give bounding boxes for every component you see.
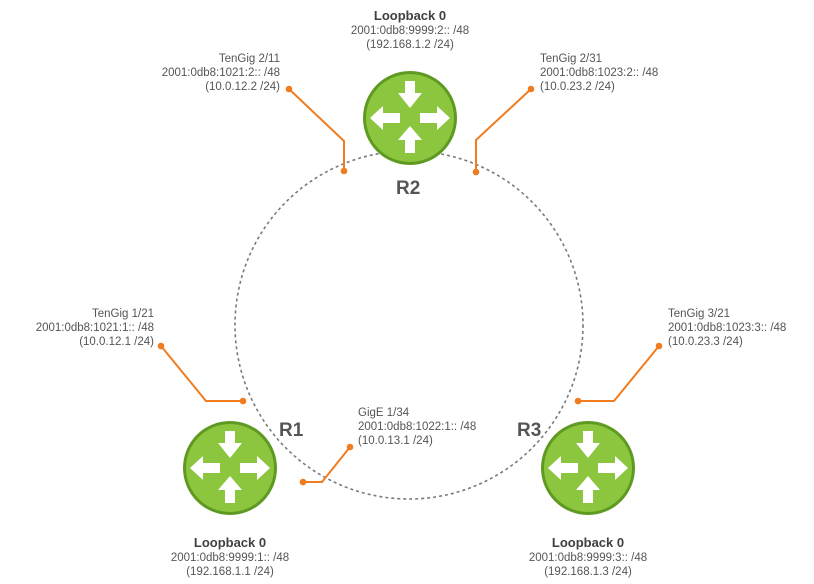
interface-ipv6: 2001:0db8:1023:3:: /48 — [668, 322, 787, 334]
endpoint-dot — [157, 342, 165, 350]
interface-r2-tengig-2-31: TenGig 2/31 2001:0db8:1023:2:: /48 (10.0… — [540, 52, 658, 94]
endpoint-dot — [527, 85, 535, 93]
ring-dot — [574, 397, 582, 405]
interface-ipv4: (10.0.12.1 /24) — [79, 336, 154, 348]
ring-dot — [472, 168, 480, 176]
ring-link — [234, 150, 584, 500]
interface-ipv6: 2001:0db8:1023:2:: /48 — [540, 67, 659, 79]
interface-r3-tengig-3-21: TenGig 3/21 2001:0db8:1023:3:: /48 (10.0… — [668, 307, 814, 349]
interface-ipv4: (10.0.23.2 /24) — [540, 81, 615, 93]
leader-r1-gige-1-34 — [303, 446, 351, 483]
ring-dot — [299, 478, 307, 486]
interface-name: TenGig 1/21 — [91, 308, 154, 320]
endpoint-dot — [346, 443, 354, 451]
loopback-r1-label: Loopback 0 2001:0db8:9999:1:: /48 (192.1… — [140, 535, 320, 579]
interface-ipv4: (10.0.13.1 /24) — [358, 435, 433, 447]
interface-name: GigE 1/34 — [358, 407, 410, 419]
interface-ipv4: (10.0.23.3 /24) — [668, 336, 743, 348]
interface-name: TenGig 2/11 — [218, 53, 280, 65]
loopback-ipv6: 2001:0db8:9999:1:: /48 — [170, 552, 290, 564]
loopback-r3-label: Loopback 0 2001:0db8:9999:3:: /48 (192.1… — [498, 535, 678, 579]
interface-r1-gige-1-34: GigE 1/34 2001:0db8:1022:1:: /48 (10.0.1… — [358, 406, 476, 448]
loopback-ipv4: (192.168.1.3 /24) — [544, 566, 632, 578]
interface-ipv6: 2001:0db8:1022:1:: /48 — [358, 421, 477, 433]
router-r3[interactable] — [541, 421, 635, 515]
interface-r1-tengig-1-21: TenGig 1/21 2001:0db8:1021:1:: /48 (10.0… — [0, 307, 154, 349]
leader-r1-tengig-1-21 — [160, 345, 243, 402]
loopback-title: Loopback 0 — [193, 535, 267, 550]
loopback-ipv6: 2001:0db8:9999:2:: /48 — [350, 25, 470, 37]
ring-dot — [239, 397, 247, 405]
loopback-title: Loopback 0 — [551, 535, 625, 550]
interface-r2-tengig-2-11: TenGig 2/11 2001:0db8:1021:2:: /48 (10.0… — [120, 52, 280, 94]
loopback-ipv6: 2001:0db8:9999:3:: /48 — [528, 552, 648, 564]
loopback-ipv4: (192.168.1.1 /24) — [186, 566, 274, 578]
loopback-ipv4: (192.168.1.2 /24) — [366, 39, 454, 51]
interface-ipv6: 2001:0db8:1021:1:: /48 — [35, 322, 154, 334]
endpoint-dot — [285, 85, 293, 93]
leader-r2-tengig-2-11 — [288, 88, 345, 171]
interface-name: TenGig 3/21 — [668, 308, 731, 320]
interface-ipv4: (10.0.12.2 /24) — [205, 81, 280, 93]
router-name-r3: R3 — [517, 420, 542, 441]
ring-dot — [340, 167, 348, 175]
router-name-r2: R2 — [396, 178, 421, 199]
router-r2[interactable] — [363, 71, 457, 165]
interface-ipv6: 2001:0db8:1021:2:: /48 — [161, 67, 280, 79]
leader-r2-tengig-2-31 — [475, 88, 532, 172]
router-name-r1: R1 — [279, 420, 304, 441]
interface-name: TenGig 2/31 — [540, 53, 603, 65]
endpoint-dot — [655, 342, 663, 350]
router-r1[interactable] — [183, 421, 277, 515]
leader-r3-tengig-3-21 — [578, 345, 660, 402]
loopback-r2-label: Loopback 0 2001:0db8:9999:2:: /48 (192.1… — [320, 8, 500, 52]
loopback-title: Loopback 0 — [373, 8, 447, 23]
